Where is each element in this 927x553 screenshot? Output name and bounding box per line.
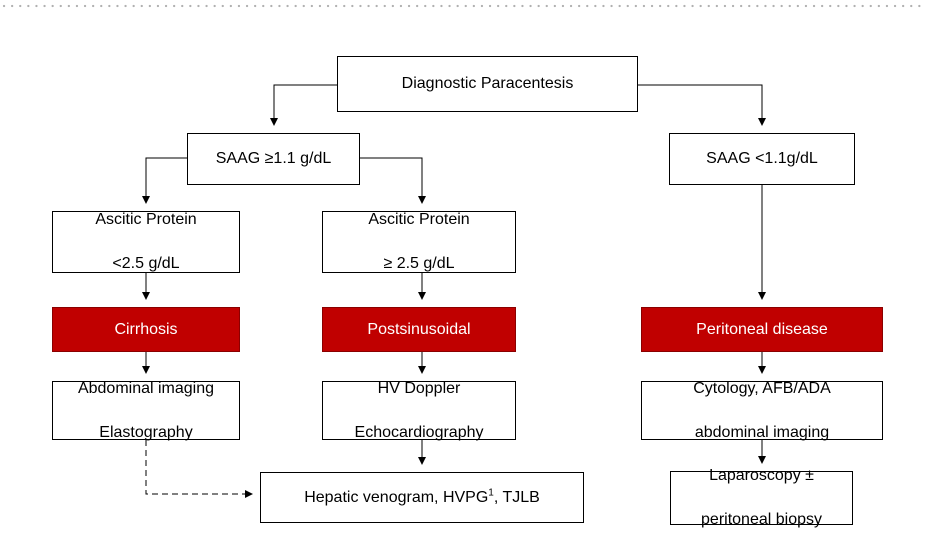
- node-cytology: Cytology, AFB/ADA abdominal imaging: [641, 379, 883, 441]
- node-label-line1: HV Doppler: [377, 379, 461, 397]
- arrow-root-to-saag-high: [270, 84, 337, 126]
- connector-layer: [142, 84, 766, 498]
- dashed-arrow-imaging-to-venogram: [145, 440, 253, 498]
- node-label: SAAG ≥1.1 g/dL: [215, 150, 332, 167]
- node-label-line1: Ascitic Protein: [95, 211, 197, 228]
- arrow-saag-high-to-protein-high: [360, 157, 426, 204]
- node-label-line1: Laparoscopy ±: [709, 467, 814, 484]
- node-diagnostic-paracentesis: Diagnostic Paracentesis: [337, 56, 638, 112]
- arrow-saag-high-to-protein-low: [142, 157, 187, 204]
- node-label: Postsinusoidal: [367, 320, 471, 338]
- node-saag-high: SAAG ≥1.1 g/dL: [187, 133, 360, 185]
- node-label: SAAG <1.1g/dL: [706, 150, 818, 167]
- node-label-line1: Ascitic Protein: [368, 211, 470, 228]
- node-label-line2: Elastography: [99, 423, 193, 441]
- node-label: Cirrhosis: [114, 320, 178, 338]
- node-cirrhosis: Cirrhosis: [52, 307, 240, 352]
- footnote-marker: 1: [488, 487, 494, 499]
- node-label: Hepatic venogram, HVPG1, TJLB: [304, 487, 540, 509]
- node-label-line1: Abdominal imaging: [77, 379, 215, 397]
- node-ascitic-protein-high: Ascitic Protein ≥ 2.5 g/dL: [322, 211, 516, 273]
- node-label-line2: <2.5 g/dL: [112, 255, 180, 272]
- node-label-line2: peritoneal biopsy: [701, 511, 822, 528]
- node-label-line2: ≥ 2.5 g/dL: [383, 255, 455, 272]
- node-label-line1: Cytology, AFB/ADA: [693, 379, 831, 397]
- node-label-line2: abdominal imaging: [694, 423, 830, 441]
- node-label: Diagnostic Paracentesis: [401, 75, 574, 92]
- node-saag-low: SAAG <1.1g/dL: [669, 133, 855, 185]
- venogram-text-post: , TJLB: [493, 488, 540, 506]
- top-dotted-border: [2, 4, 927, 8]
- node-hepatic-venogram: Hepatic venogram, HVPG1, TJLB: [260, 472, 584, 523]
- node-peritoneal-disease: Peritoneal disease: [641, 307, 883, 352]
- node-laparoscopy: Laparoscopy ± peritoneal biopsy: [670, 467, 853, 528]
- node-hv-doppler: HV Doppler Echocardiography: [322, 379, 516, 441]
- arrow-root-to-saag-low: [638, 84, 766, 126]
- node-label: Peritoneal disease: [696, 320, 828, 338]
- node-abdominal-imaging: Abdominal imaging Elastography: [52, 379, 240, 441]
- node-postsinusoidal: Postsinusoidal: [322, 307, 516, 352]
- venogram-text-pre: Hepatic venogram, HVPG: [304, 488, 489, 506]
- node-label-line2: Echocardiography: [354, 423, 484, 441]
- node-ascitic-protein-low: Ascitic Protein <2.5 g/dL: [52, 211, 240, 273]
